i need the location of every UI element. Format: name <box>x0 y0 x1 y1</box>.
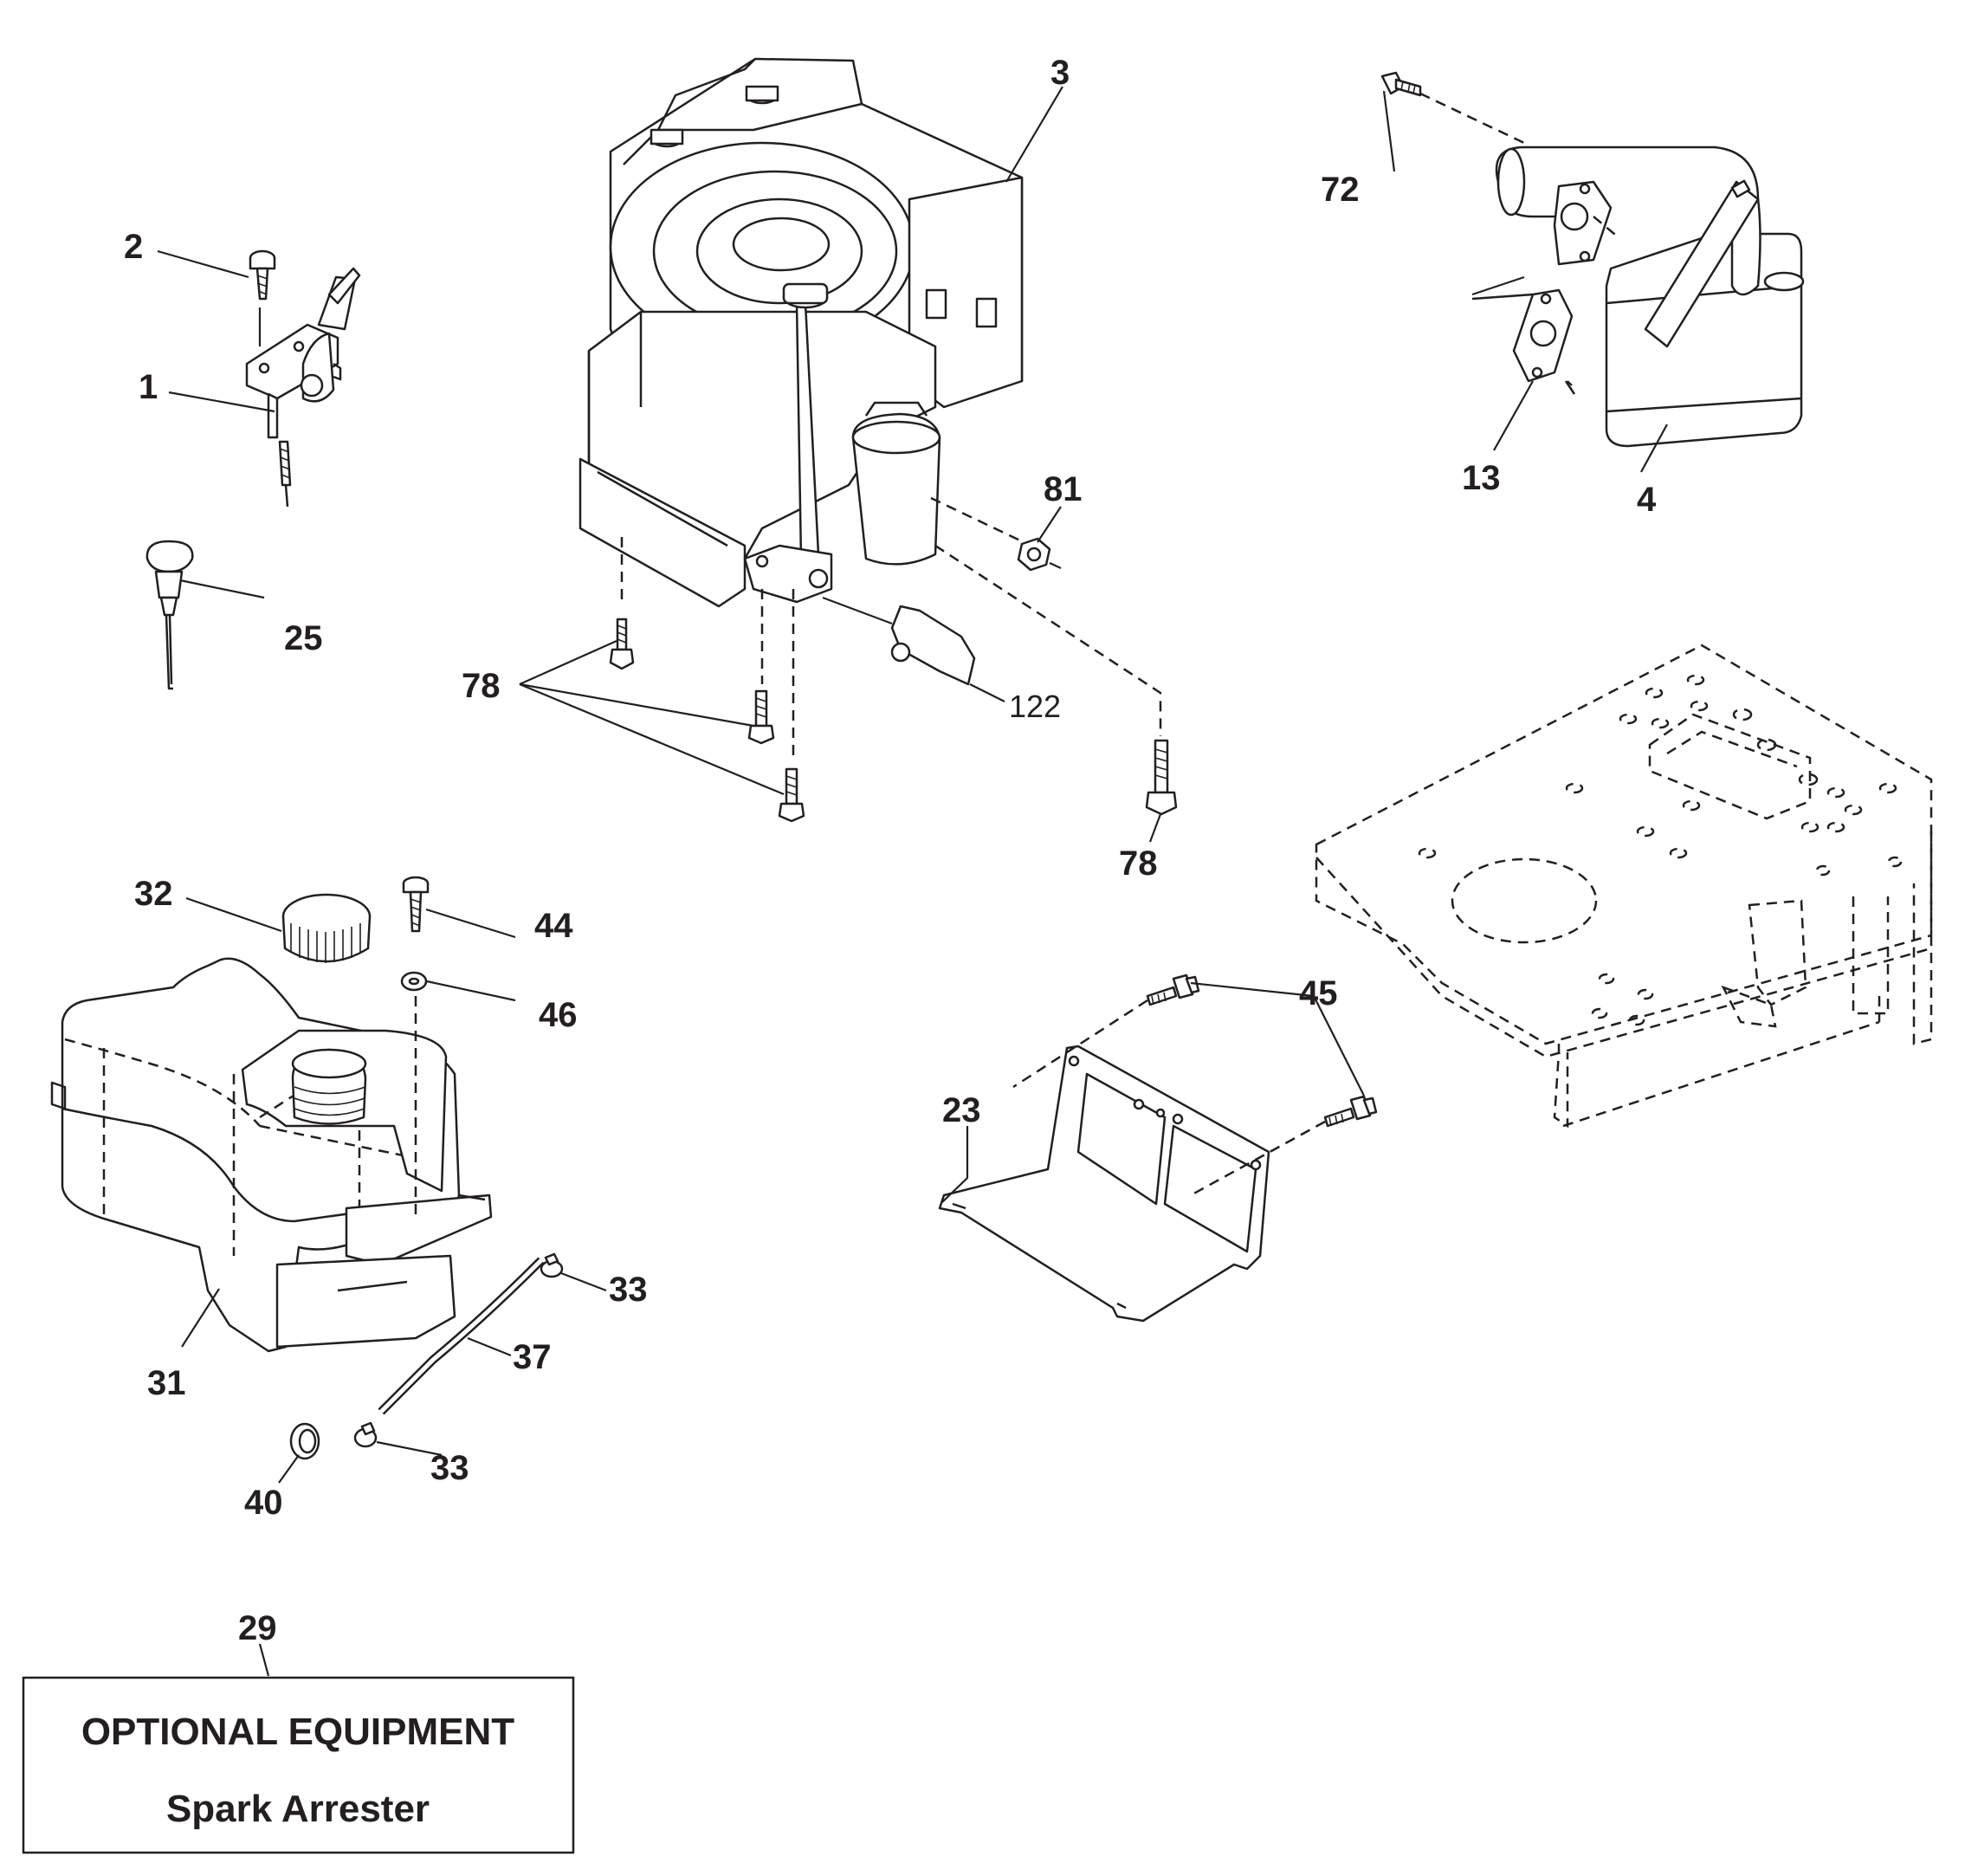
frame-holes <box>1418 674 1903 1026</box>
callout-81: 81 <box>1044 470 1083 508</box>
bolt-78-b <box>747 689 775 745</box>
screw-45-b <box>1323 1095 1378 1128</box>
clamp-33-a <box>540 1252 564 1278</box>
callout-37: 37 <box>513 1338 552 1376</box>
callout-25: 25 <box>284 619 323 657</box>
clip-122 <box>822 596 976 686</box>
callout-32: 32 <box>134 875 173 913</box>
callout-33-a: 33 <box>609 1271 648 1309</box>
fuel-tank-part-31 <box>50 957 493 1353</box>
muffler-part-4 <box>1495 146 1805 448</box>
gasket-13 <box>1512 288 1574 383</box>
clamp-33-b <box>353 1421 378 1448</box>
bolt-78-d <box>1145 739 1178 816</box>
bolt-78-c <box>778 767 805 823</box>
filter-40 <box>289 1422 320 1460</box>
frame-outline <box>1315 644 1933 1129</box>
callout-40: 40 <box>244 1484 283 1522</box>
callout-29: 29 <box>238 1609 277 1647</box>
leader-lines <box>157 86 1668 1677</box>
bolt-78-a <box>609 618 635 670</box>
callout-4: 4 <box>1637 481 1657 519</box>
optional-equipment-subtitle: Spark Arrester <box>166 1788 430 1830</box>
callout-78-a: 78 <box>462 667 501 705</box>
callout-23: 23 <box>942 1091 981 1129</box>
throttle-control-part-1 <box>245 267 361 508</box>
callout-3: 3 <box>1050 54 1070 92</box>
bolt-72 <box>1380 71 1422 97</box>
fuel-line-37 <box>378 1257 545 1415</box>
callout-33-b: 33 <box>430 1449 469 1487</box>
choke-knob-25 <box>145 540 194 690</box>
callout-45: 45 <box>1299 974 1338 1012</box>
screw-44 <box>402 876 430 933</box>
screw-2 <box>249 249 276 346</box>
callout-31: 31 <box>147 1364 186 1402</box>
callout-13: 13 <box>1462 459 1501 497</box>
fuel-cap-32 <box>281 893 372 963</box>
nut-81 <box>1017 537 1062 572</box>
heat-shield-part-23 <box>938 1045 1270 1323</box>
screw-45-a <box>1146 974 1200 1006</box>
callout-1: 1 <box>139 368 158 406</box>
callout-78-b: 78 <box>1119 844 1158 883</box>
optional-equipment-box: OPTIONAL EQUIPMENT Spark Arrester <box>22 1676 575 1854</box>
callout-2: 2 <box>124 228 143 266</box>
callout-122: 122 <box>1009 689 1061 724</box>
washer-46 <box>400 971 428 992</box>
callout-44: 44 <box>534 907 573 945</box>
optional-equipment-title: OPTIONAL EQUIPMENT <box>81 1711 514 1753</box>
engine-part-3 <box>579 57 1024 608</box>
callout-72: 72 <box>1321 171 1360 209</box>
callout-46: 46 <box>539 996 578 1034</box>
